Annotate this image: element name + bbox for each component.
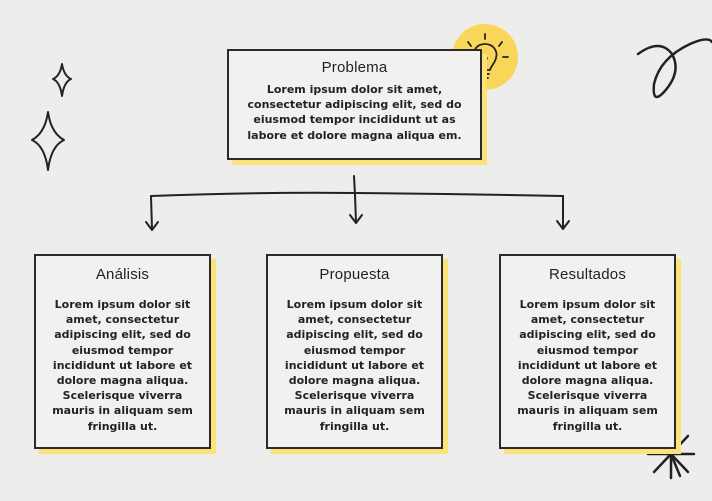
scribble-icon <box>636 38 712 99</box>
sparkle-icon <box>52 63 72 97</box>
problem-card: Problema Lorem ipsum dolor sit amet, con… <box>227 49 482 160</box>
analysis-card: Análisis Lorem ipsum dolor sit amet, con… <box>34 254 211 449</box>
connector-horizontal <box>150 191 564 197</box>
problem-text: Lorem ipsum dolor sit amet, consectetur … <box>247 83 462 142</box>
proposal-card: Propuesta Lorem ipsum dolor sit amet, co… <box>266 254 443 449</box>
analysis-title: Análisis <box>95 266 150 283</box>
proposal-text: Lorem ipsum dolor sit amet, consectetur … <box>284 298 425 433</box>
arrowhead-mid <box>349 214 363 224</box>
results-card: Resultados Lorem ipsum dolor sit amet, c… <box>499 254 676 449</box>
sparkle-icon <box>31 111 65 171</box>
analysis-text: Lorem ipsum dolor sit amet, consectetur … <box>52 298 193 433</box>
connector-mid <box>354 194 357 223</box>
connector-left <box>150 195 153 230</box>
connector-lines <box>145 175 570 231</box>
proposal-title: Propuesta <box>319 266 390 283</box>
arrowhead-right <box>556 220 570 230</box>
problem-title: Problema <box>321 59 388 76</box>
connector-stem <box>353 175 356 196</box>
results-text: Lorem ipsum dolor sit amet, consectetur … <box>517 298 658 433</box>
arrowhead-left <box>145 221 159 231</box>
results-title: Resultados <box>548 266 627 283</box>
